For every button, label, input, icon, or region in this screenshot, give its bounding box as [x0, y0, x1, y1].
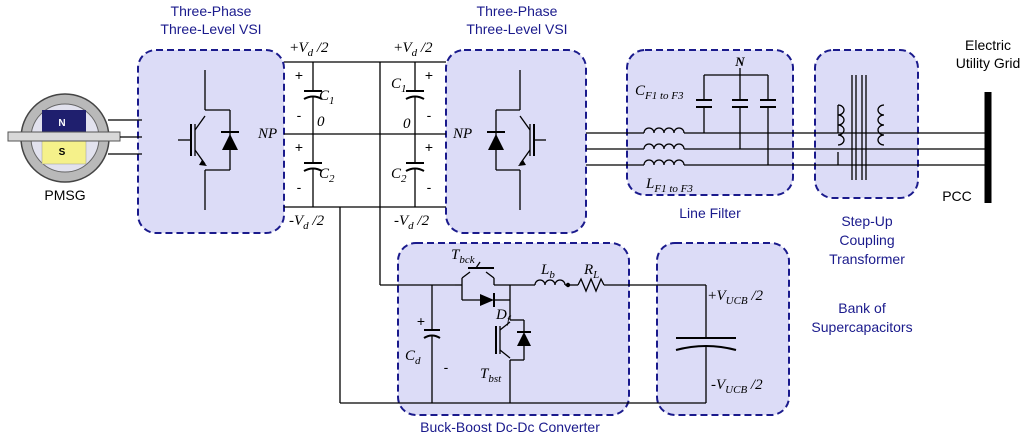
tbck-label: Tbck [451, 247, 476, 266]
cd-label: Cd [405, 348, 421, 367]
filter-inductors-icon [643, 127, 685, 166]
plus-sign: + [295, 139, 303, 155]
transformer-caption-line3: Transformer [829, 251, 905, 267]
left-vsi-caption-line2: Three-Level VSI [160, 21, 261, 37]
plus-sign: + [417, 313, 425, 329]
plus-sign: + [425, 67, 433, 83]
left-vd-positive-label: +Vd /2 [290, 40, 329, 59]
left-igbt-switch-icon [178, 70, 239, 210]
supercap-caption-line1: Bank of [838, 300, 886, 316]
plus-sign: + [295, 67, 303, 83]
left-c1-label: C1 [319, 88, 335, 107]
supercap-caption-line2: Supercapacitors [811, 319, 912, 335]
pcc-label: PCC [942, 188, 972, 204]
rotor-shaft [7, 131, 121, 142]
right-vsi-block [445, 49, 587, 234]
magnet-north-label: N [58, 118, 65, 129]
minus-sign: - [427, 107, 432, 123]
right-zero-label: 0 [403, 116, 411, 132]
converter-caption: Buck-Boost Dc-Dc Converter [420, 419, 600, 435]
right-c2-label: C2 [391, 166, 407, 185]
line-filter-block [626, 49, 794, 196]
right-dc-capacitors-icon [405, 62, 425, 207]
right-vsi-caption-line2: Three-Level VSI [466, 21, 567, 37]
buck-boost-converter-block [397, 242, 630, 416]
filter-inductor-label: LF1 to F3 [645, 176, 693, 195]
supercapacitor-icon [675, 285, 737, 403]
left-vsi-caption-line1: Three-Phase [171, 3, 252, 19]
tbst-label: Tbst [480, 366, 502, 385]
vucb-positive-label: +VUCB /2 [708, 288, 764, 307]
filter-capacitor-label: CF1 to F3 [635, 83, 684, 102]
left-vsi-block [137, 49, 285, 234]
right-vsi-caption-line1: Three-Phase [477, 3, 558, 19]
transformer-caption-line1: Step-Up [841, 213, 893, 229]
pmsg-label: PMSG [44, 187, 85, 203]
right-c1-label: C1 [391, 76, 407, 95]
neutral-label: N [734, 54, 745, 69]
plus-sign: + [425, 139, 433, 155]
left-c2-label: C2 [319, 166, 335, 185]
supercapacitor-block [656, 242, 790, 416]
line-filter-caption: Line Filter [679, 205, 741, 221]
left-vd-negative-label: -Vd /2 [289, 213, 325, 232]
right-np-label: NP [452, 126, 472, 142]
minus-sign: - [297, 179, 302, 195]
lb-label: Lb [540, 262, 555, 281]
right-vd-negative-label: -Vd /2 [394, 213, 430, 232]
minus-sign: - [427, 179, 432, 195]
vucb-negative-label: -VUCB /2 [711, 377, 763, 396]
minus-sign: - [297, 107, 302, 123]
buck-boost-circuit-icon [423, 261, 706, 403]
left-np-label: NP [257, 126, 277, 142]
filter-capacitors-icon [696, 68, 776, 165]
right-vd-positive-label: +Vd /2 [394, 40, 433, 59]
transformer-icon [837, 75, 885, 180]
grid-label-line1: Electric [965, 37, 1011, 53]
pmsg-generator: N S [7, 93, 121, 183]
left-dc-capacitors-icon [303, 62, 323, 207]
right-igbt-switch-icon [487, 70, 546, 210]
transformer-caption-line2: Coupling [839, 232, 894, 248]
grid-label-line2: Utility Grid [956, 55, 1021, 71]
left-zero-label: 0 [317, 114, 325, 130]
minus-sign: - [444, 359, 449, 375]
df-label: Df [495, 307, 512, 326]
magnet-south-label: S [59, 147, 66, 158]
rl-label: RL [583, 262, 599, 281]
